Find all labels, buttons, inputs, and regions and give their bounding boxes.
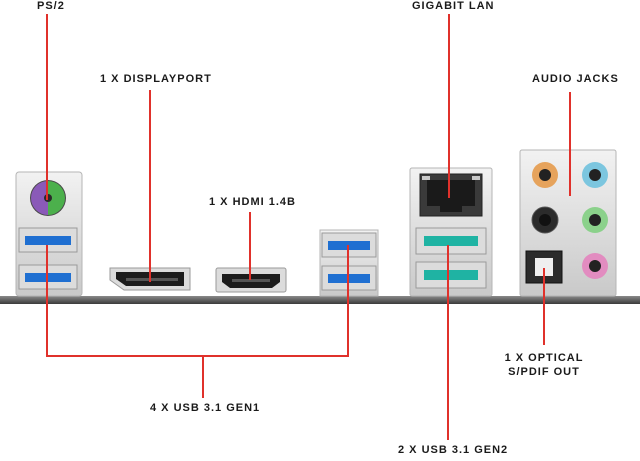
- hdmi-label: 1 X HDMI 1.4B: [209, 196, 296, 208]
- audio-jacks-label: AUDIO JACKS: [532, 73, 619, 85]
- usb-gen2-label: 2 X USB 3.1 GEN2: [398, 444, 509, 456]
- audio-jack-block: [519, 149, 617, 297]
- lan-usb-stack: [409, 167, 493, 297]
- ps2-label: PS/2: [37, 0, 65, 12]
- board-edge: [0, 296, 640, 304]
- gigabit-lan-label: GIGABIT LAN: [412, 0, 495, 12]
- ps2-usb-stack: [15, 171, 83, 297]
- usb-gen1-leader: [46, 245, 349, 357]
- usb-gen1-label: 4 X USB 3.1 GEN1: [150, 402, 261, 414]
- leader-lines: [46, 14, 571, 440]
- optical-label-line1: 1 X OPTICAL: [504, 352, 584, 364]
- optical-label-line2: S/PDIF OUT: [508, 366, 580, 378]
- displayport-label: 1 X DISPLAYPORT: [100, 73, 212, 85]
